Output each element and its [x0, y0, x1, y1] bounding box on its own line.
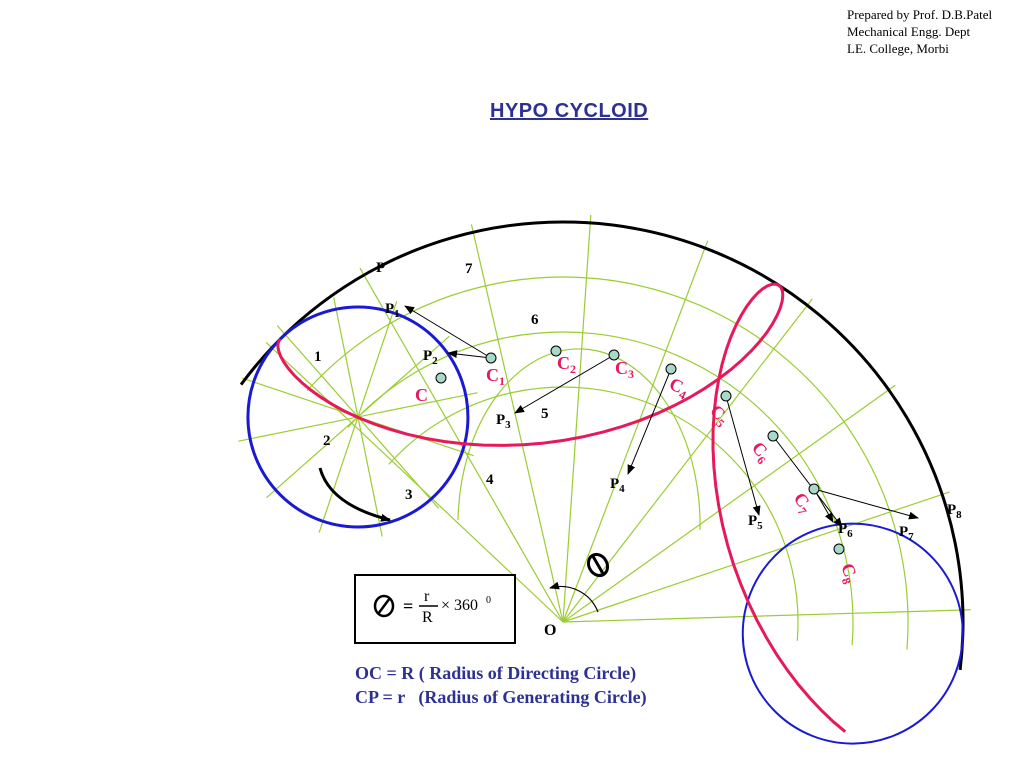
label-division-6: 6 — [531, 312, 539, 328]
formula-times: × 360 — [441, 597, 478, 614]
theta-angle-symbol — [586, 552, 610, 578]
radial-line-7 — [562, 491, 950, 623]
point-arrow-4 — [627, 368, 672, 475]
label-division-5: 5 — [541, 406, 549, 422]
label-division-7: 7 — [465, 261, 473, 277]
hypocycloid-curve — [276, 282, 847, 733]
locus-arc-2 — [347, 331, 854, 646]
legend-cp: CP = r (Radius of Generating Circle) — [355, 687, 647, 707]
radial-line-8 — [562, 609, 971, 623]
label-centre-c5: C5 — [704, 401, 734, 431]
radial-line-5 — [562, 298, 813, 623]
label-division-1: 1 — [314, 349, 322, 365]
label-point-p1: P1 — [385, 301, 400, 320]
centre-marker-5 — [720, 390, 732, 402]
centre-marker-2 — [550, 345, 562, 357]
point-arrow-2 — [447, 350, 492, 359]
point-arrow-1 — [404, 305, 492, 359]
label-point-p0: P — [376, 260, 385, 276]
label-point-p5: P5 — [748, 513, 763, 532]
label-point-p7: P7 — [899, 524, 914, 543]
radial-line-4 — [562, 240, 709, 623]
point-arrow-8 — [813, 488, 834, 523]
credit-line-name: Prepared by Prof. D.B.Patel — [847, 7, 993, 22]
directing-circle-arc — [239, 220, 965, 671]
label-centre-c1: C1 — [486, 365, 505, 388]
hypocycloid-path — [276, 282, 847, 733]
formula: = r R × 360 0 — [373, 588, 491, 626]
radial-line-2 — [470, 224, 564, 623]
centre-marker-0 — [435, 372, 447, 384]
construction-arrows — [318, 305, 919, 613]
formula-numerator: r — [424, 588, 430, 605]
radial-line-3 — [562, 214, 592, 623]
generating-circle-start — [246, 305, 470, 529]
radial-line-1 — [359, 267, 564, 623]
label-centre-c6: C6 — [746, 438, 776, 467]
centre-marker-8 — [833, 543, 845, 555]
label-centre-c3: C3 — [615, 358, 634, 381]
label-centre-c8: C8 — [834, 561, 862, 587]
label-centre-c0: C — [415, 385, 428, 405]
angle-arrow — [549, 581, 599, 613]
radial-line-6 — [562, 384, 896, 623]
circles — [239, 220, 965, 745]
centre-marker-4 — [665, 363, 677, 375]
label-centre-c2: C2 — [557, 353, 576, 376]
formula-equals: = — [403, 596, 413, 616]
centre-marker-3 — [608, 349, 620, 361]
point-arrow-5 — [725, 395, 761, 516]
centre-marker-1 — [485, 352, 497, 364]
label-division-3: 3 — [405, 487, 413, 503]
construction-lines — [238, 214, 971, 650]
centre-marker-7 — [808, 483, 820, 495]
legend-oc: OC = R ( Radius of Directing Circle) — [355, 663, 637, 683]
inner-arc — [457, 348, 701, 531]
credit-line-college: LE. College, Morbi — [847, 41, 949, 56]
label-centre-o: O — [544, 622, 556, 639]
formula-denominator: R — [422, 609, 433, 626]
credit-line-dept: Mechanical Engg. Dept — [847, 24, 971, 39]
generating-circle-end — [741, 522, 964, 745]
point-arrow-3 — [514, 354, 615, 414]
label-division-2: 2 — [323, 433, 331, 449]
rotation-arrow — [318, 467, 391, 522]
centre-marker-6 — [767, 430, 779, 442]
theta-symbol — [373, 594, 395, 618]
centre-markers — [435, 345, 845, 555]
label-division-4: 4 — [486, 472, 494, 488]
credit-block: Prepared by Prof. D.B.Patel Mechanical E… — [847, 6, 992, 57]
label-point-p3: P3 — [496, 412, 511, 431]
page-title: HYPO CYCLOID — [490, 100, 649, 122]
point-arrow-6 — [772, 435, 843, 528]
formula-box — [354, 574, 516, 644]
point-arrow-7 — [813, 488, 919, 520]
formula-superscript: 0 — [486, 595, 491, 606]
